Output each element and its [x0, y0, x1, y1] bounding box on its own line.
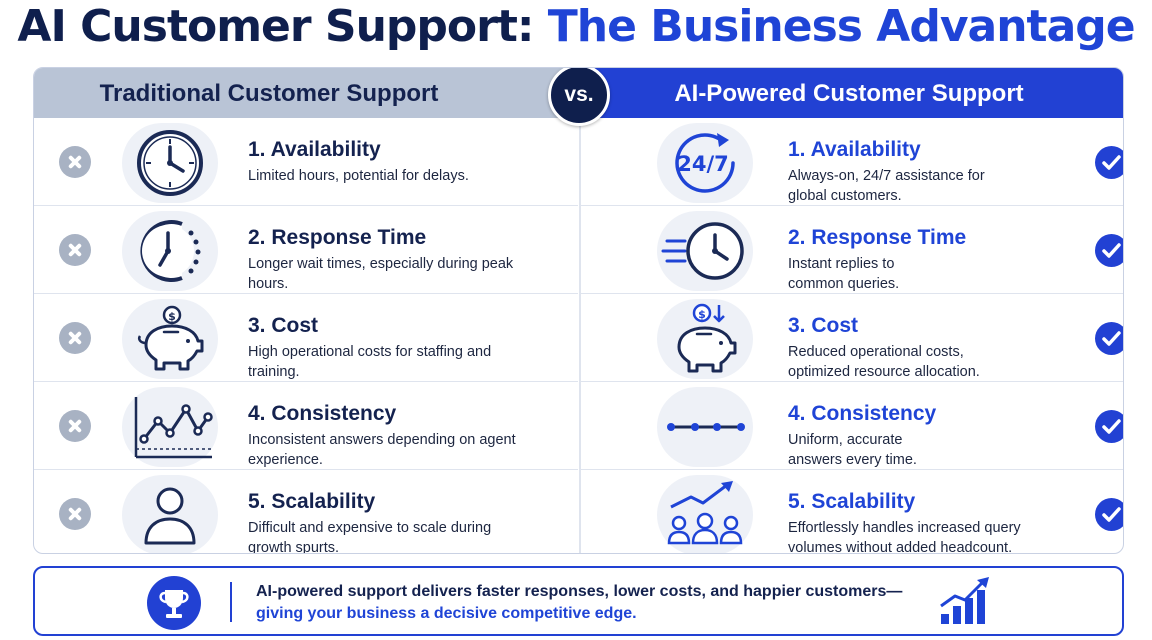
summary-banner: AI-powered support delivers faster respo… — [33, 566, 1124, 636]
x-mark-icon — [59, 234, 91, 266]
traditional-header-label: Traditional Customer Support — [99, 80, 439, 107]
traditional-item-desc: Inconsistent answers depending on agent … — [248, 432, 516, 468]
ai-item-desc: Effortlessly handles increased query vol… — [788, 520, 1021, 554]
banner-divider — [230, 582, 232, 622]
title-part2: The Business Advantage — [547, 1, 1136, 52]
ai-row: 4. Consistency Uniform, accurate answers… — [581, 382, 1123, 470]
group-growth-icon — [657, 475, 753, 553]
check-mark-icon — [1095, 146, 1123, 179]
check-mark-icon — [1095, 498, 1123, 531]
zigzag-chart-icon — [122, 387, 218, 467]
ai-header-label: AI-Powered Customer Support — [674, 80, 1024, 107]
page-title: AI Customer Support: The Business Advant… — [0, 4, 1152, 50]
comparison-table: Traditional Customer Support AI-Powered … — [33, 67, 1124, 554]
growth-bars-icon — [937, 574, 993, 633]
ai-item-desc: Reduced operational costs, optimized res… — [788, 344, 980, 380]
clock-icon — [122, 123, 218, 203]
vs-badge: vs. — [548, 68, 610, 126]
24-7-icon-text: 24/7 — [677, 152, 729, 176]
x-mark-icon — [59, 146, 91, 178]
ai-row: 24/7 1. Availability Always-on, 24/7 ass… — [581, 118, 1123, 206]
piggy-bank-icon: $ — [122, 299, 218, 379]
traditional-item-title: 2. Response Time — [248, 226, 427, 249]
traditional-row: 1. Availability Limited hours, potential… — [34, 118, 578, 206]
x-mark-icon — [59, 322, 91, 354]
traditional-item-desc: Longer wait times, especially during pea… — [248, 256, 514, 292]
svg-text:$: $ — [168, 310, 176, 323]
column-divider — [579, 118, 581, 553]
traditional-row: $ 3. Cost High operational costs for sta… — [34, 294, 578, 382]
traditional-row: 5. Scalability Difficult and expensive t… — [34, 470, 578, 554]
24-7-icon: 24/7 — [657, 123, 753, 203]
traditional-item-title: 3. Cost — [248, 314, 319, 337]
banner-line-1: AI-powered support delivers faster respo… — [256, 583, 903, 600]
person-icon — [122, 475, 218, 553]
traditional-item-desc: High operational costs for staffing and … — [248, 344, 492, 380]
trophy-icon — [147, 576, 201, 630]
check-mark-icon — [1095, 322, 1123, 355]
ai-item-title: 2. Response Time — [788, 226, 967, 249]
ai-item-desc: Always-on, 24/7 assistance for global cu… — [788, 168, 985, 204]
ai-item-title: 4. Consistency — [788, 402, 937, 425]
traditional-item-title: 5. Scalability — [248, 490, 376, 513]
svg-text:$: $ — [698, 308, 706, 321]
flat-line-icon — [657, 387, 753, 467]
ai-item-title: 1. Availability — [788, 138, 921, 161]
ai-row: 5. Scalability Effortlessly handles incr… — [581, 470, 1123, 554]
traditional-row: 4. Consistency Inconsistent answers depe… — [34, 382, 578, 470]
traditional-row: 2. Response Time Longer wait times, espe… — [34, 206, 578, 294]
traditional-item-title: 1. Availability — [248, 138, 381, 161]
x-mark-icon — [59, 410, 91, 442]
traditional-item-title: 4. Consistency — [248, 402, 397, 425]
check-mark-icon — [1095, 234, 1123, 267]
traditional-header: Traditional Customer Support — [34, 68, 579, 118]
ai-item-desc: Uniform, accurate answers every time. — [788, 432, 917, 468]
title-part1: AI Customer Support: — [17, 1, 548, 52]
ai-row: 2. Response Time Instant replies to comm… — [581, 206, 1123, 294]
x-mark-icon — [59, 498, 91, 530]
ai-item-desc: Instant replies to common queries. — [788, 256, 900, 292]
ai-item-title: 3. Cost — [788, 314, 859, 337]
banner-line-2: giving your business a decisive competit… — [256, 605, 637, 622]
traditional-item-desc: Difficult and expensive to scale during … — [248, 520, 492, 554]
traditional-item-desc: Limited hours, potential for delays. — [248, 168, 469, 184]
ai-row: $ 3. Cost Reduced operational costs, opt… — [581, 294, 1123, 382]
ai-item-title: 5. Scalability — [788, 490, 916, 513]
slow-clock-icon — [122, 211, 218, 291]
ai-header: AI-Powered Customer Support — [579, 68, 1123, 118]
piggy-bank-down-icon: $ — [657, 299, 753, 379]
check-mark-icon — [1095, 410, 1123, 443]
fast-clock-icon — [657, 211, 753, 291]
